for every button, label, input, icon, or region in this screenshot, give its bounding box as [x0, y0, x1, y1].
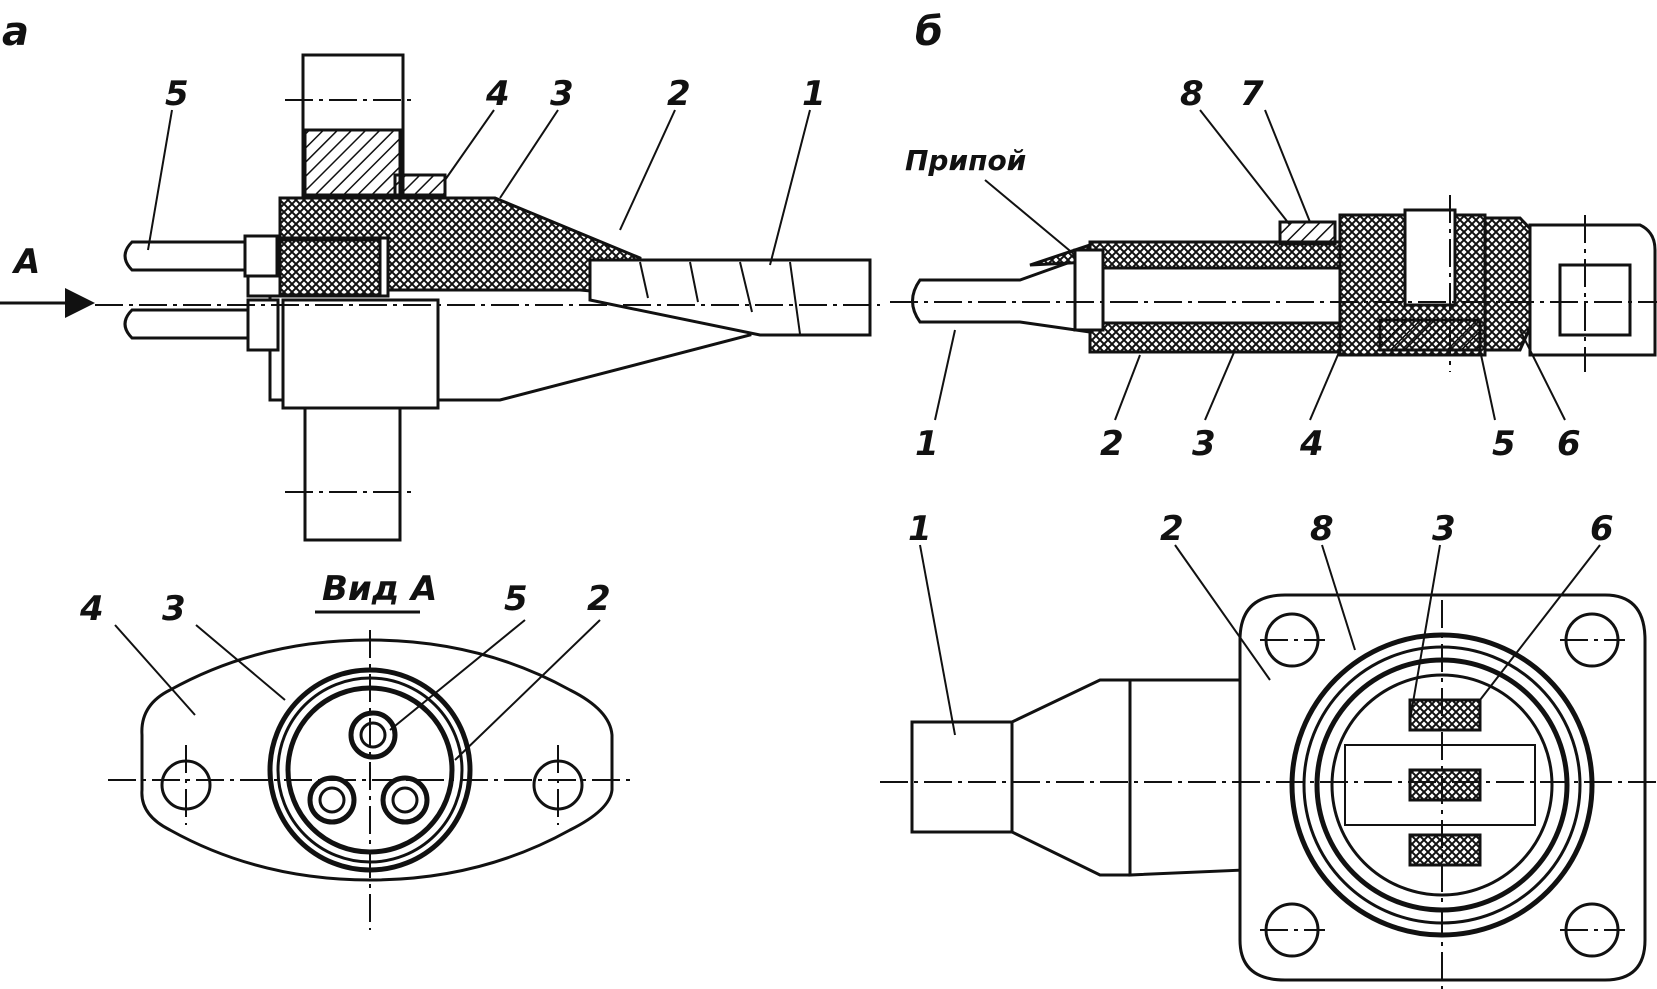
pin-socket-top: [348, 710, 398, 760]
callout-a-5: 5: [165, 74, 189, 114]
view-a-title: Вид А: [322, 569, 437, 609]
callout-plan-8: 8: [1310, 509, 1334, 549]
panel-b-section: б Припой 8 7 1 2 3 4: [890, 9, 1657, 464]
callout-b-1: 1: [915, 424, 939, 464]
sleeve-end: [1073, 248, 1105, 332]
callout-b-8: 8: [1180, 74, 1204, 114]
pin-socket-left: [307, 775, 357, 825]
pin-5-upper: [123, 240, 257, 272]
view-arrow-label: A: [11, 242, 40, 282]
part-5-hatched: [1378, 318, 1482, 352]
plan-cable-1: [910, 720, 1014, 834]
oval-flange: [140, 638, 614, 882]
callout-plan-1: 1: [908, 509, 932, 549]
plan-taper: [1010, 678, 1132, 877]
plan-contact-top: [1408, 698, 1482, 732]
callout-view-2: 2: [587, 579, 611, 619]
insert-hatch: [278, 238, 382, 297]
flange-mid-hatched: [303, 128, 402, 197]
callout-b-4: 4: [1299, 424, 1324, 464]
plan-contact-mid: [1408, 768, 1482, 802]
callout-a-4: 4: [485, 74, 510, 114]
callout-view-4: 4: [79, 589, 104, 629]
callout-a-2: 2: [667, 74, 691, 114]
panel-a-view: Вид А 4 3 5 2: [79, 569, 636, 930]
callout-plan-2: 2: [1160, 509, 1184, 549]
solder-label: Припой: [905, 144, 1026, 177]
callout-plan-3: 3: [1432, 509, 1456, 549]
callout-b-6: 6: [1557, 424, 1581, 464]
panel-a-section: a A: [0, 9, 880, 542]
callout-a-3: 3: [550, 74, 574, 114]
collar-slot: [1403, 208, 1457, 307]
panel-b-letter: б: [915, 9, 943, 55]
part-4-hatched: [393, 173, 447, 197]
callout-b-7: 7: [1240, 74, 1264, 114]
plan-contact-bottom: [1408, 833, 1482, 867]
flange-lower-step: [281, 298, 440, 410]
callout-b-2: 2: [1100, 424, 1124, 464]
pin-collar-lower: [246, 298, 280, 352]
panel-b-plan: 1 2 8 3 6: [880, 509, 1657, 989]
callout-b-3: 3: [1192, 424, 1216, 464]
pin-5-lower: [123, 308, 257, 340]
cable-b-1: [911, 252, 1092, 334]
sleeve-bore: [1088, 266, 1352, 325]
plan-neck: [1128, 678, 1247, 877]
panel-a-letter: a: [2, 9, 29, 55]
pin-collar-upper: [243, 234, 279, 278]
callout-a-1: 1: [802, 74, 826, 114]
plan-insert-frame: [1344, 744, 1536, 826]
callout-b-5: 5: [1492, 424, 1516, 464]
callout-plan-6: 6: [1590, 509, 1614, 549]
pin-socket-right: [380, 775, 430, 825]
callout-view-5: 5: [504, 579, 528, 619]
part-7-hatched: [1278, 220, 1337, 246]
cable-1: [588, 258, 872, 337]
callout-view-3: 3: [162, 589, 186, 629]
